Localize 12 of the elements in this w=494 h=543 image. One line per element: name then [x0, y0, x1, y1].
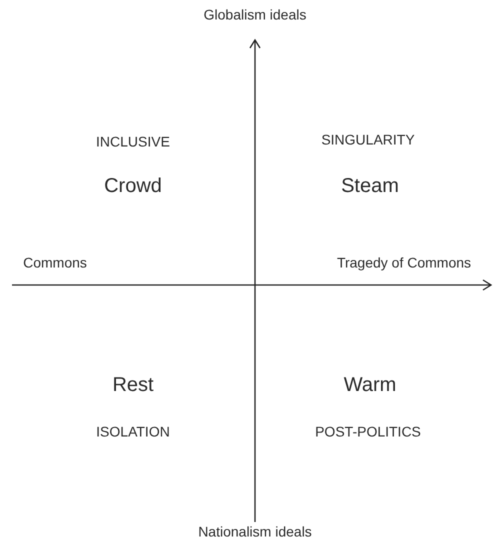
axis-or-category-label: SINGULARITY: [321, 132, 415, 148]
quadrant-label: Rest: [112, 373, 154, 397]
axis-or-category-label: Globalism ideals: [204, 6, 306, 24]
axis-or-category-label: POST-POLITICS: [315, 424, 421, 440]
quadrant-label: Crowd: [104, 174, 162, 198]
axis-or-category-label: INCLUSIVE: [96, 134, 170, 150]
axis-or-category-label: Commons: [23, 254, 87, 272]
axis-or-category-label: Tragedy of Commons: [336, 254, 472, 272]
axis-or-category-label: ISOLATION: [96, 424, 170, 440]
quadrant-label: Steam: [341, 174, 399, 198]
quadrant-label: Warm: [344, 373, 396, 397]
axis-or-category-label: Nationalism ideals: [198, 524, 312, 540]
